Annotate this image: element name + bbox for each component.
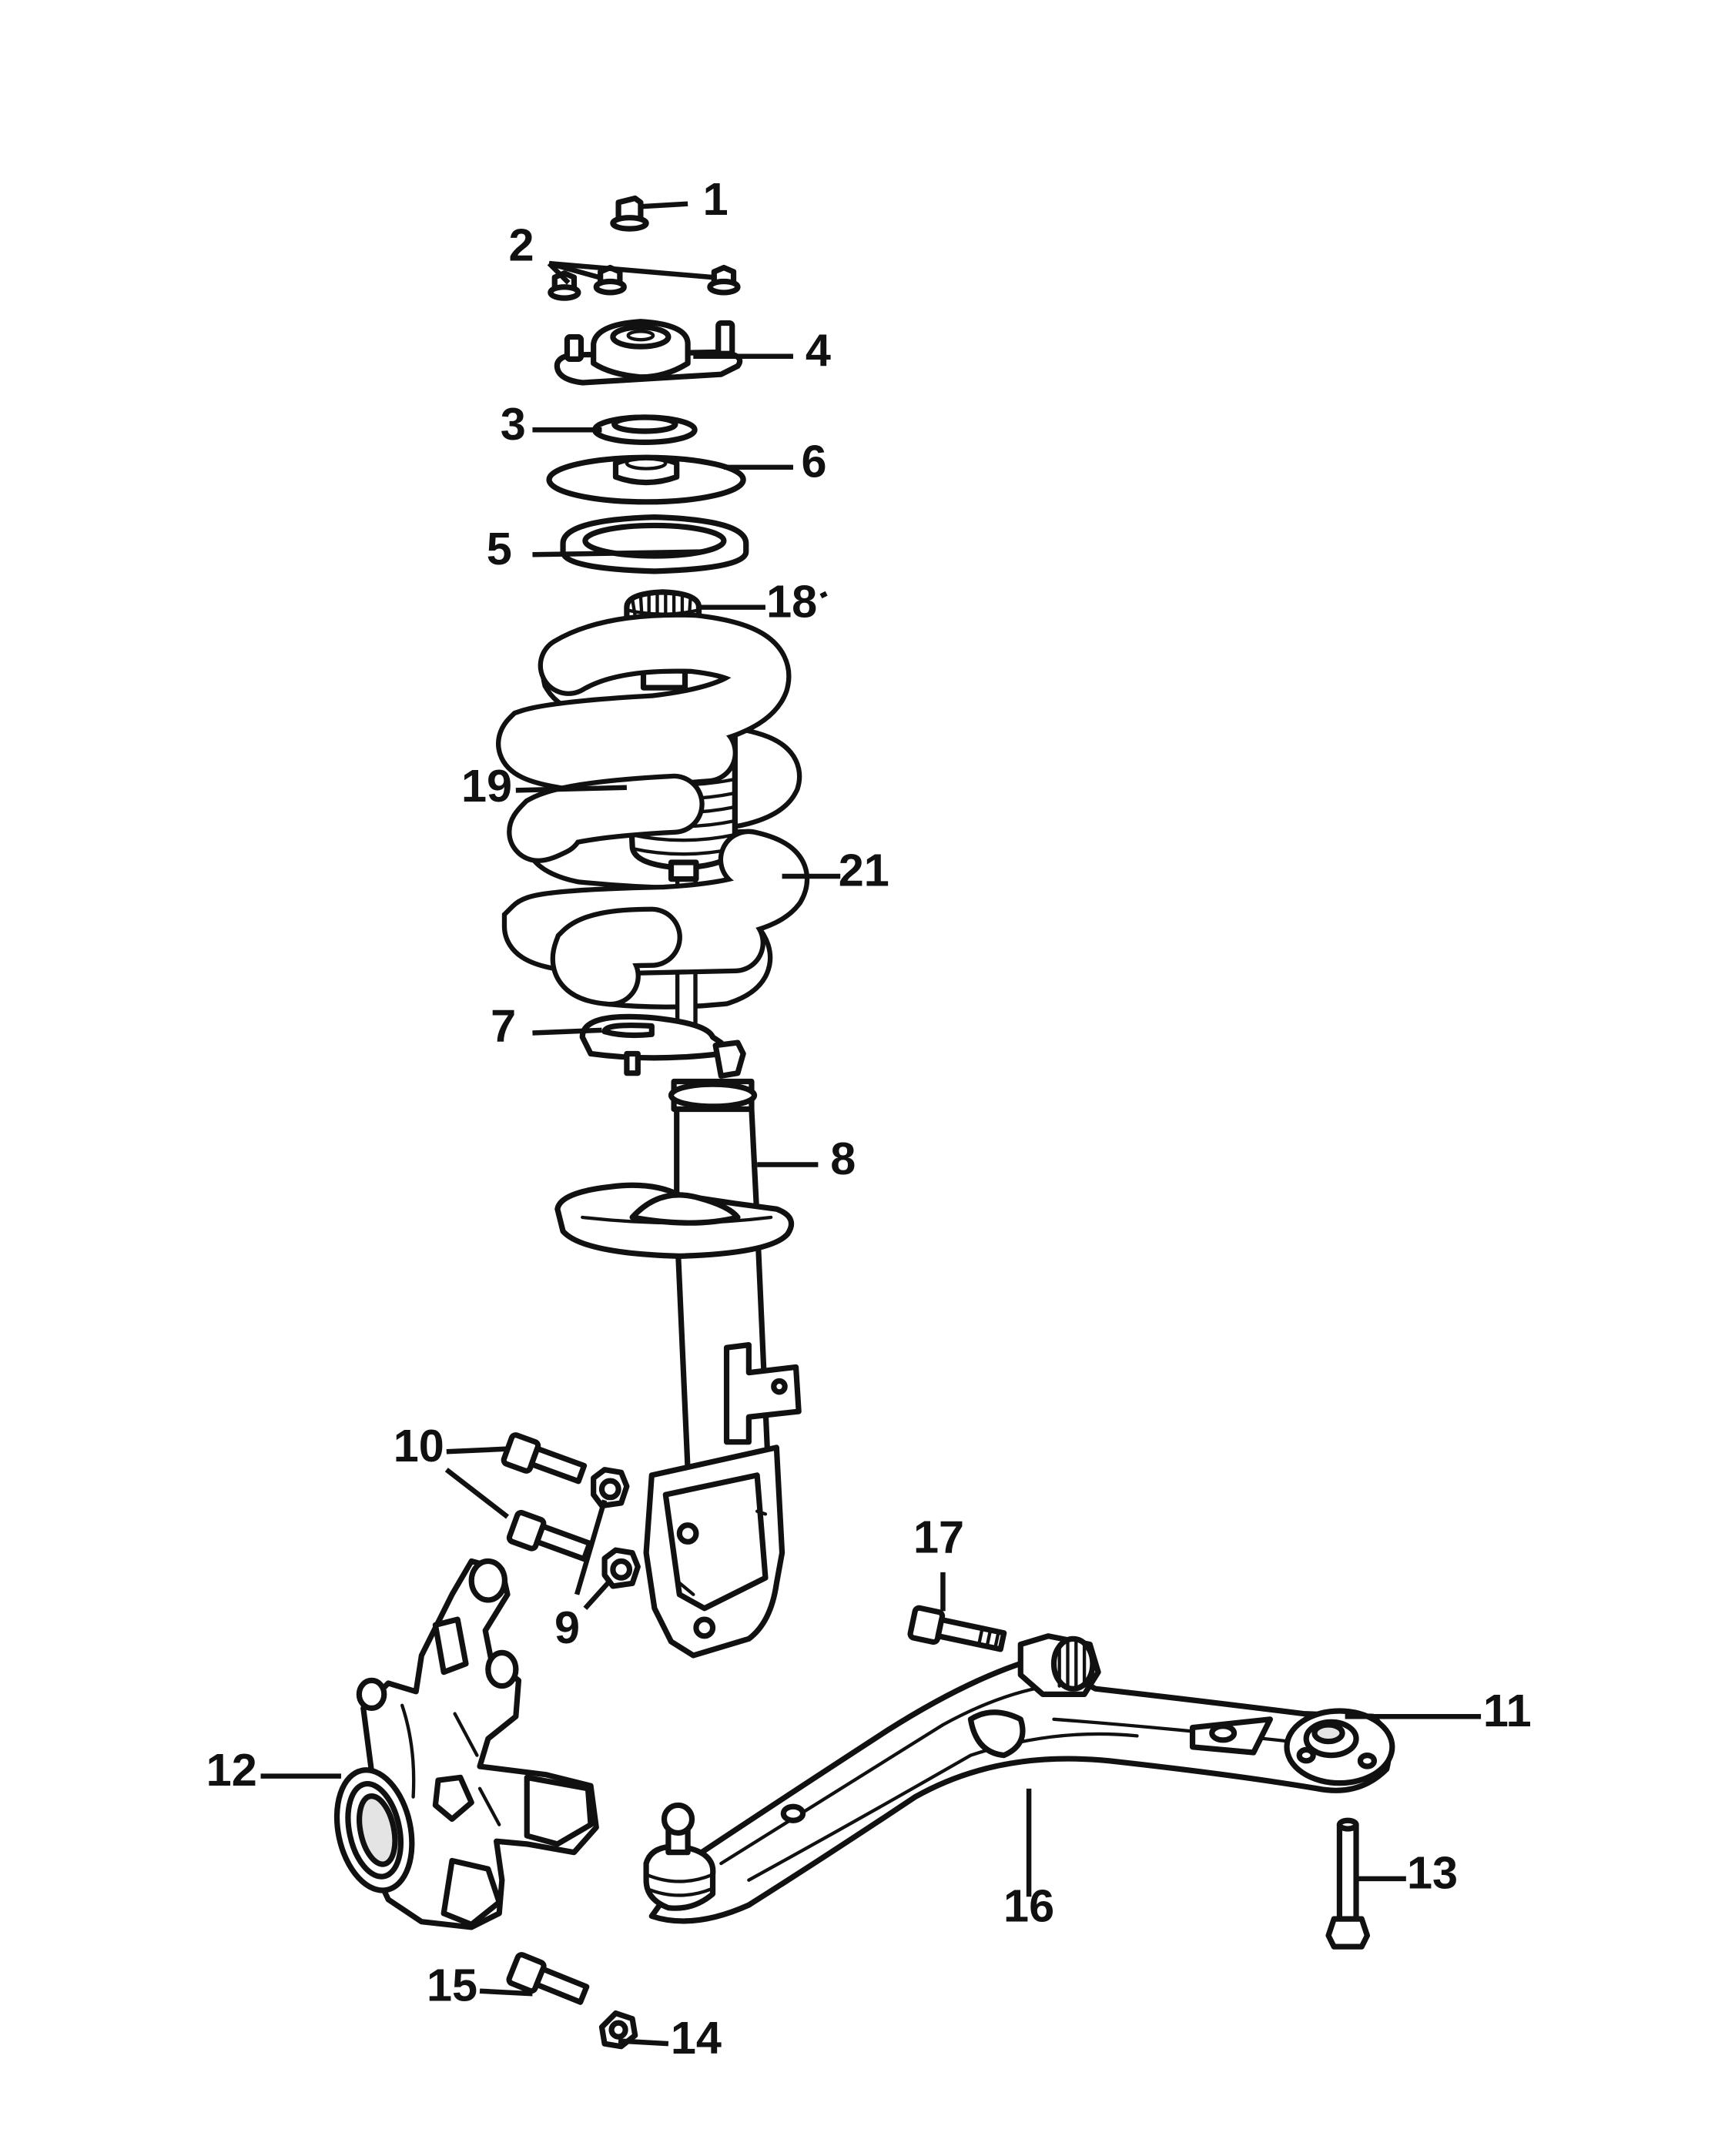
part-6-upper-spring-seat bbox=[546, 454, 746, 505]
part-14-pinch-nut bbox=[598, 2010, 638, 2050]
callout-2: 2 bbox=[509, 219, 534, 271]
callout-13: 13 bbox=[1407, 1846, 1458, 1898]
callout-9: 9 bbox=[554, 1602, 580, 1653]
callout-17: 17 bbox=[913, 1512, 964, 1563]
part-15-pinch-bolt bbox=[506, 1952, 590, 2005]
part-3-bearing bbox=[591, 414, 698, 446]
callout-19: 19 bbox=[461, 760, 512, 812]
part-8-strut-assembly bbox=[554, 1040, 802, 1659]
callout-16: 16 bbox=[1003, 1880, 1054, 1932]
callout-14: 14 bbox=[671, 2012, 722, 2064]
callout-18: 18 bbox=[766, 575, 817, 627]
callout-21: 21 bbox=[839, 845, 889, 896]
callout-15: 15 bbox=[427, 1959, 477, 2010]
part-7-lower-isolator bbox=[579, 1013, 724, 1076]
part-4-upper-strut-mount bbox=[554, 319, 743, 386]
control-arm-ball-joint bbox=[643, 1802, 716, 1911]
callout-4: 4 bbox=[806, 324, 831, 376]
part-13-rear-bolt bbox=[1325, 1817, 1371, 1950]
part-21-coil-spring-front bbox=[496, 612, 809, 1007]
part-9-strut-nuts bbox=[591, 1467, 641, 1589]
callout-6: 6 bbox=[801, 435, 826, 487]
callout-11: 11 bbox=[1483, 1685, 1532, 1736]
callout-1: 1 bbox=[703, 173, 729, 225]
leader-lines bbox=[260, 201, 1482, 2047]
part-2-mount-nuts bbox=[548, 264, 741, 301]
callout-3: 3 bbox=[501, 398, 526, 450]
part-12-steering-knuckle bbox=[333, 1558, 599, 1930]
callout-10: 10 bbox=[394, 1420, 444, 1471]
callout-5: 5 bbox=[487, 523, 512, 574]
callout-7: 7 bbox=[491, 999, 516, 1051]
callout-12: 12 bbox=[206, 1744, 257, 1796]
callout-8: 8 bbox=[830, 1133, 856, 1184]
callout-labels: 1 2 3 4 5 6 7 8 9 10 11 12 13 14 15 16 1… bbox=[206, 173, 1532, 2064]
part-5-spring-isolator bbox=[560, 514, 749, 574]
part-17-control-arm-bolt bbox=[907, 1605, 1007, 1652]
part-1-strut-nut bbox=[610, 195, 649, 232]
part-10-strut-bolts bbox=[501, 1432, 593, 1562]
part-16-lower-control-arm bbox=[643, 1633, 1395, 1924]
control-arm-front-bushing bbox=[1017, 1633, 1101, 1697]
control-arm-rear-bushing bbox=[1284, 1708, 1395, 1786]
